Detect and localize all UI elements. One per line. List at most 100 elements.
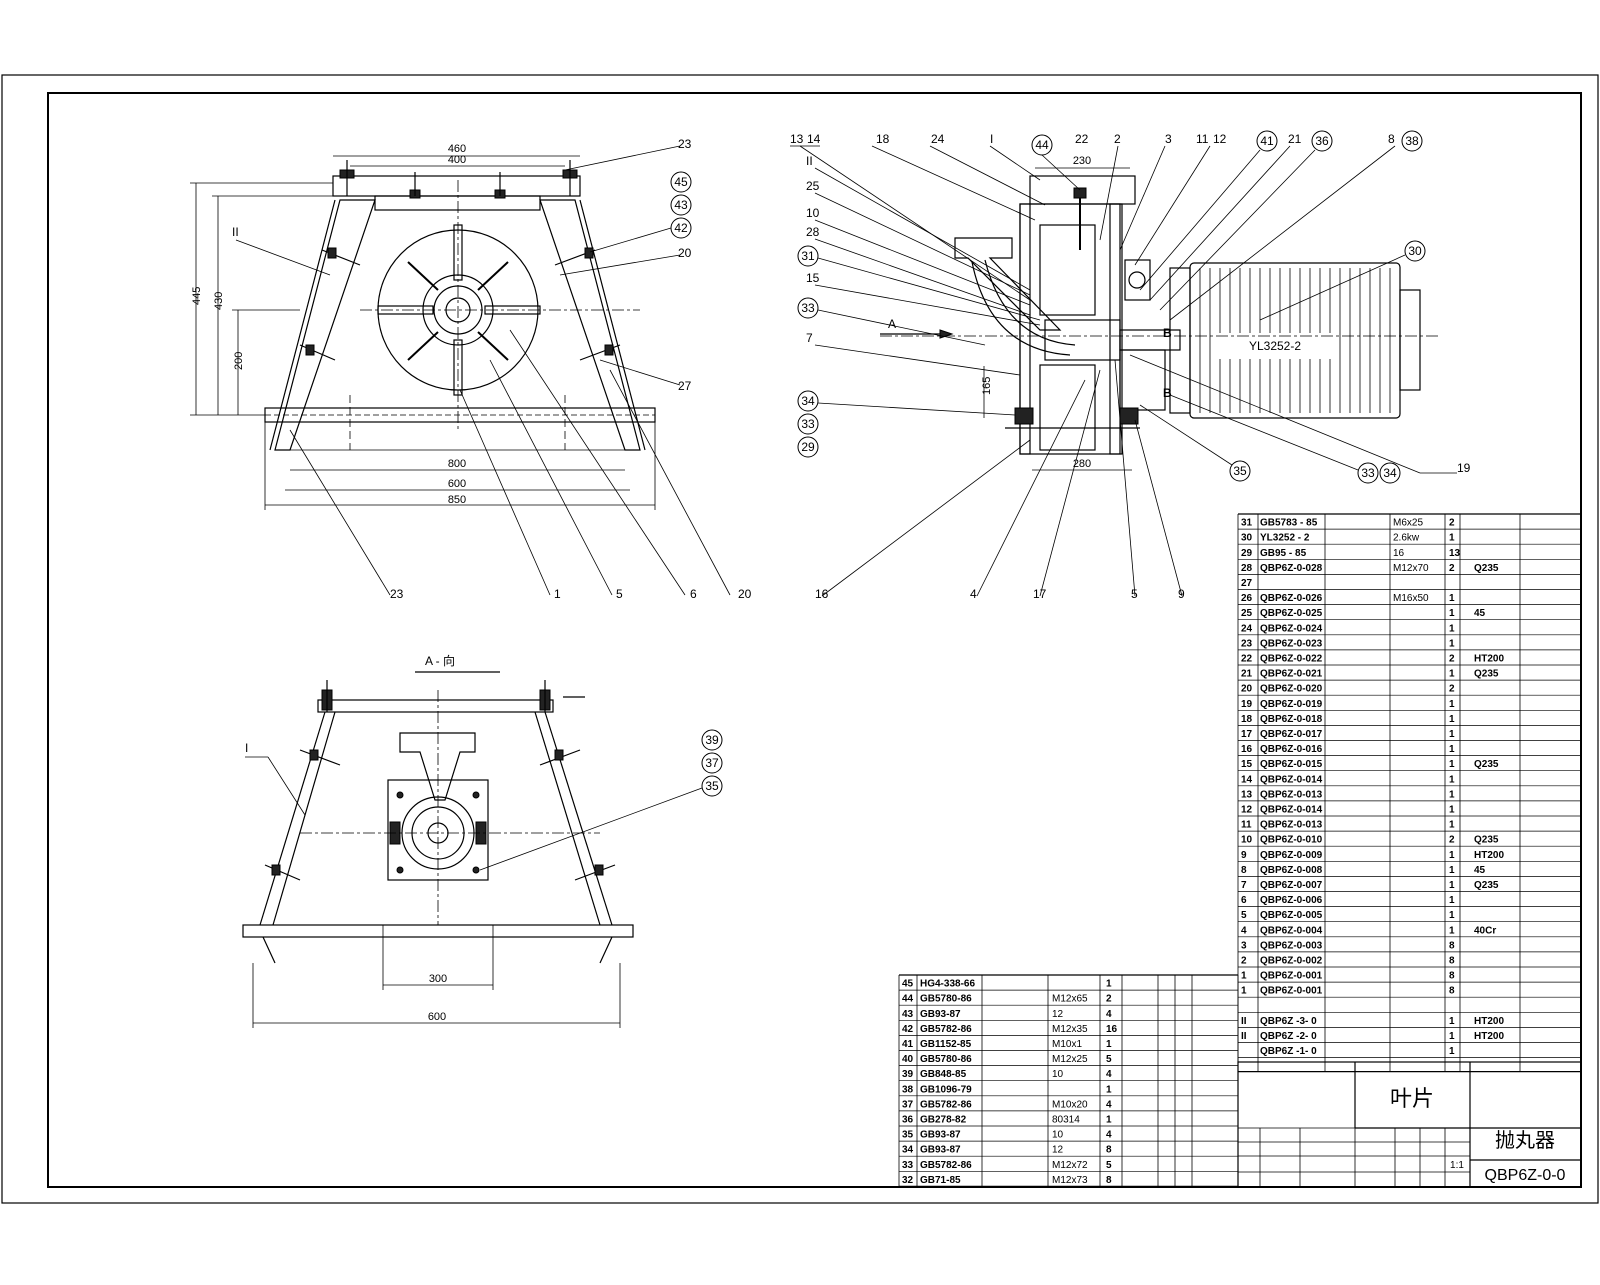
upper-row-8-no: 23 — [1241, 638, 1253, 649]
upper-row-2-no: 29 — [1241, 548, 1253, 559]
upper-row-6-qty: 1 — [1449, 608, 1455, 619]
lower-row-11-qty: 8 — [1106, 1145, 1112, 1156]
callout-side-38: 38 — [1405, 134, 1419, 148]
side-section-view: YL3252-2 B B A 230 165 280 13 14 18 24 I… — [790, 130, 1471, 601]
upper-row-17-code: QBP6Z-0-014 — [1260, 774, 1323, 785]
lower-row-4-code: GB1152-85 — [920, 1039, 972, 1050]
callout-front-20-right: 20 — [678, 246, 692, 260]
side-housing — [1019, 203, 1121, 455]
upper-row-27-no: 4 — [1241, 925, 1247, 936]
callout-side-33-left: 33 — [801, 301, 815, 315]
callout-side-28: 28 — [806, 225, 820, 239]
upper-row-3-material: Q235 — [1474, 563, 1499, 574]
lower-row-10-spec: 10 — [1052, 1130, 1064, 1141]
lower-row-9-qty: 1 — [1106, 1115, 1112, 1126]
lower-row-3-code: GB5782-86 — [920, 1024, 972, 1035]
drawing-number: QBP6Z-0-0 — [1485, 1167, 1566, 1184]
lower-row-13-spec: M12x73 — [1052, 1175, 1088, 1186]
lower-row-11-code: GB93-87 — [920, 1145, 961, 1156]
motor-label: YL3252-2 — [1249, 339, 1301, 353]
upper-row-18-qty: 1 — [1449, 789, 1455, 800]
upper-row-8-code: QBP6Z-0-023 — [1260, 638, 1323, 649]
lower-row-12-spec: M12x72 — [1052, 1160, 1088, 1171]
upper-row-1-qty: 1 — [1449, 533, 1455, 544]
upper-row-2-spec: 16 — [1393, 548, 1405, 559]
dim-850: 850 — [448, 494, 466, 506]
lower-row-8-no: 37 — [902, 1099, 914, 1110]
dim-460: 460 — [448, 143, 466, 155]
lower-row-9-spec: 80314 — [1052, 1115, 1080, 1126]
callout-front-27: 27 — [678, 379, 692, 393]
upper-row-16-code: QBP6Z-0-015 — [1260, 759, 1323, 770]
lower-row-3-no: 42 — [902, 1024, 914, 1035]
upper-row-22-code: QBP6Z-0-009 — [1260, 850, 1323, 861]
upper-row-5-no: 26 — [1241, 593, 1253, 604]
upper-row-26-code: QBP6Z-0-005 — [1260, 910, 1323, 921]
upper-row-1-spec: 2.6kw — [1393, 533, 1420, 544]
callout-side-21: 21 — [1288, 132, 1302, 146]
callout-side-15: 15 — [806, 271, 820, 285]
upper-row-24-code: QBP6Z-0-007 — [1260, 880, 1323, 891]
upper-row-0-no: 31 — [1241, 518, 1253, 529]
upper-row-1-no: 30 — [1241, 533, 1253, 544]
upper-row-31-qty: 8 — [1449, 986, 1455, 997]
section-letter-B-2: B — [1163, 386, 1172, 400]
front-callouts: 23 45 43 42 20 27 23 1 5 6 20 II — [232, 137, 752, 601]
view-a: A - 向 — [242, 653, 723, 1028]
callout-front-23-top: 23 — [678, 137, 692, 151]
lower-row-10-code: GB93-87 — [920, 1130, 961, 1141]
callout-side-44: 44 — [1035, 138, 1049, 152]
callout-side-13: 13 — [790, 132, 804, 146]
upper-row-21-qty: 2 — [1449, 835, 1455, 846]
upper-row-34-code: QBP6Z -2- 0 — [1260, 1031, 1317, 1042]
view-a-base — [242, 924, 634, 938]
outer-border — [1, 74, 1599, 1204]
upper-row-5-spec: M16x50 — [1393, 593, 1429, 604]
upper-row-16-qty: 1 — [1449, 759, 1455, 770]
section-mark-A: A — [888, 317, 896, 331]
lower-row-10-no: 35 — [902, 1130, 914, 1141]
callout-side-8: 8 — [1388, 132, 1395, 146]
upper-row-7-no: 24 — [1241, 623, 1253, 634]
upper-row-11-no: 20 — [1241, 684, 1253, 695]
lower-row-6-qty: 4 — [1106, 1069, 1112, 1080]
callout-side-II: II — [806, 154, 813, 168]
title-block: 叶片 抛丸器 QBP6Z-0-0 1:1 — [1237, 1061, 1582, 1188]
side-callouts-left: II 25 10 28 31 15 33 7 34 33 29 — [797, 154, 1041, 458]
callout-side-36: 36 — [1315, 134, 1329, 148]
upper-row-7-qty: 1 — [1449, 623, 1455, 634]
side-callouts-right: 30 35 33 34 19 — [1129, 240, 1471, 484]
upper-row-11-code: QBP6Z-0-020 — [1260, 684, 1323, 695]
callout-side-29: 29 — [801, 440, 815, 454]
callout-side-19: 19 — [1457, 461, 1471, 475]
upper-row-31-code: QBP6Z-0-001 — [1260, 986, 1323, 997]
callout-side-14: 14 — [807, 132, 821, 146]
upper-row-12-code: QBP6Z-0-019 — [1260, 699, 1323, 710]
callout-side-35: 35 — [1233, 464, 1247, 478]
upper-row-23-code: QBP6Z-0-008 — [1260, 865, 1323, 876]
upper-row-9-material: HT200 — [1474, 654, 1504, 665]
callout-side-7: 7 — [806, 331, 813, 345]
motor: YL3252-2 B B — [1163, 262, 1421, 419]
lower-row-0-no: 45 — [902, 979, 914, 990]
upper-row-26-qty: 1 — [1449, 910, 1455, 921]
callout-side-33-right: 33 — [1361, 466, 1375, 480]
upper-row-13-qty: 1 — [1449, 714, 1455, 725]
upper-row-23-material: 45 — [1474, 865, 1486, 876]
upper-row-8-qty: 1 — [1449, 638, 1455, 649]
upper-row-35-code: QBP6Z -1- 0 — [1260, 1046, 1317, 1057]
upper-row-33-qty: 1 — [1449, 1016, 1455, 1027]
upper-row-24-qty: 1 — [1449, 880, 1455, 891]
right-wall-liner — [539, 199, 641, 451]
upper-row-29-code: QBP6Z-0-002 — [1260, 956, 1323, 967]
upper-row-13-no: 18 — [1241, 714, 1253, 725]
upper-row-3-no: 28 — [1241, 563, 1253, 574]
upper-row-25-code: QBP6Z-0-006 — [1260, 895, 1323, 906]
callout-side-33-left-2: 33 — [801, 417, 815, 431]
upper-row-34-no: II — [1241, 1031, 1247, 1042]
lower-row-7-no: 38 — [902, 1084, 914, 1095]
title-name: 抛丸器 — [1495, 1129, 1555, 1152]
lower-row-5-no: 40 — [902, 1054, 914, 1065]
